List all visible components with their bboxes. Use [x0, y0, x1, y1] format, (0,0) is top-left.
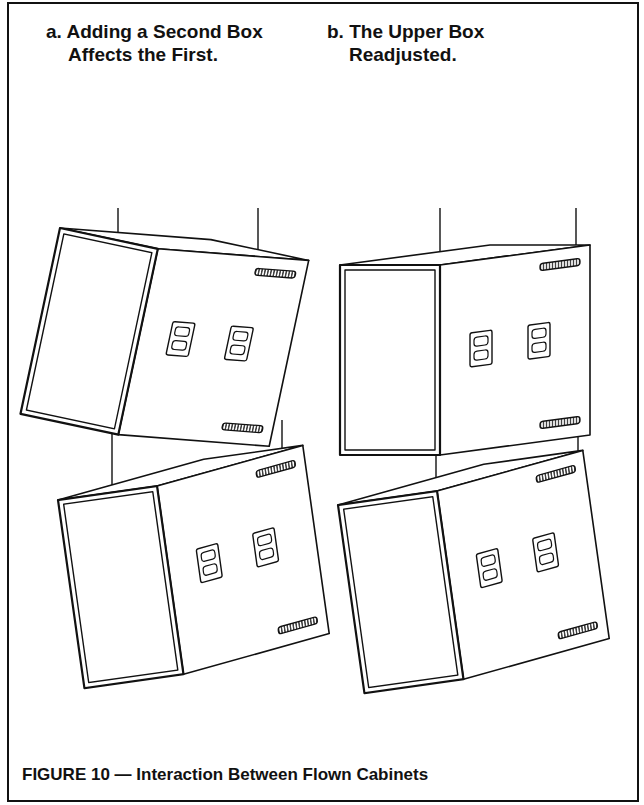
panel-heading: b. The Upper Box Readjusted. [327, 20, 549, 66]
panel-heading: a. Adding a Second Box Affects the First… [46, 20, 300, 66]
figure-caption: FIGURE 10 — Interaction Between Flown Ca… [22, 764, 428, 785]
